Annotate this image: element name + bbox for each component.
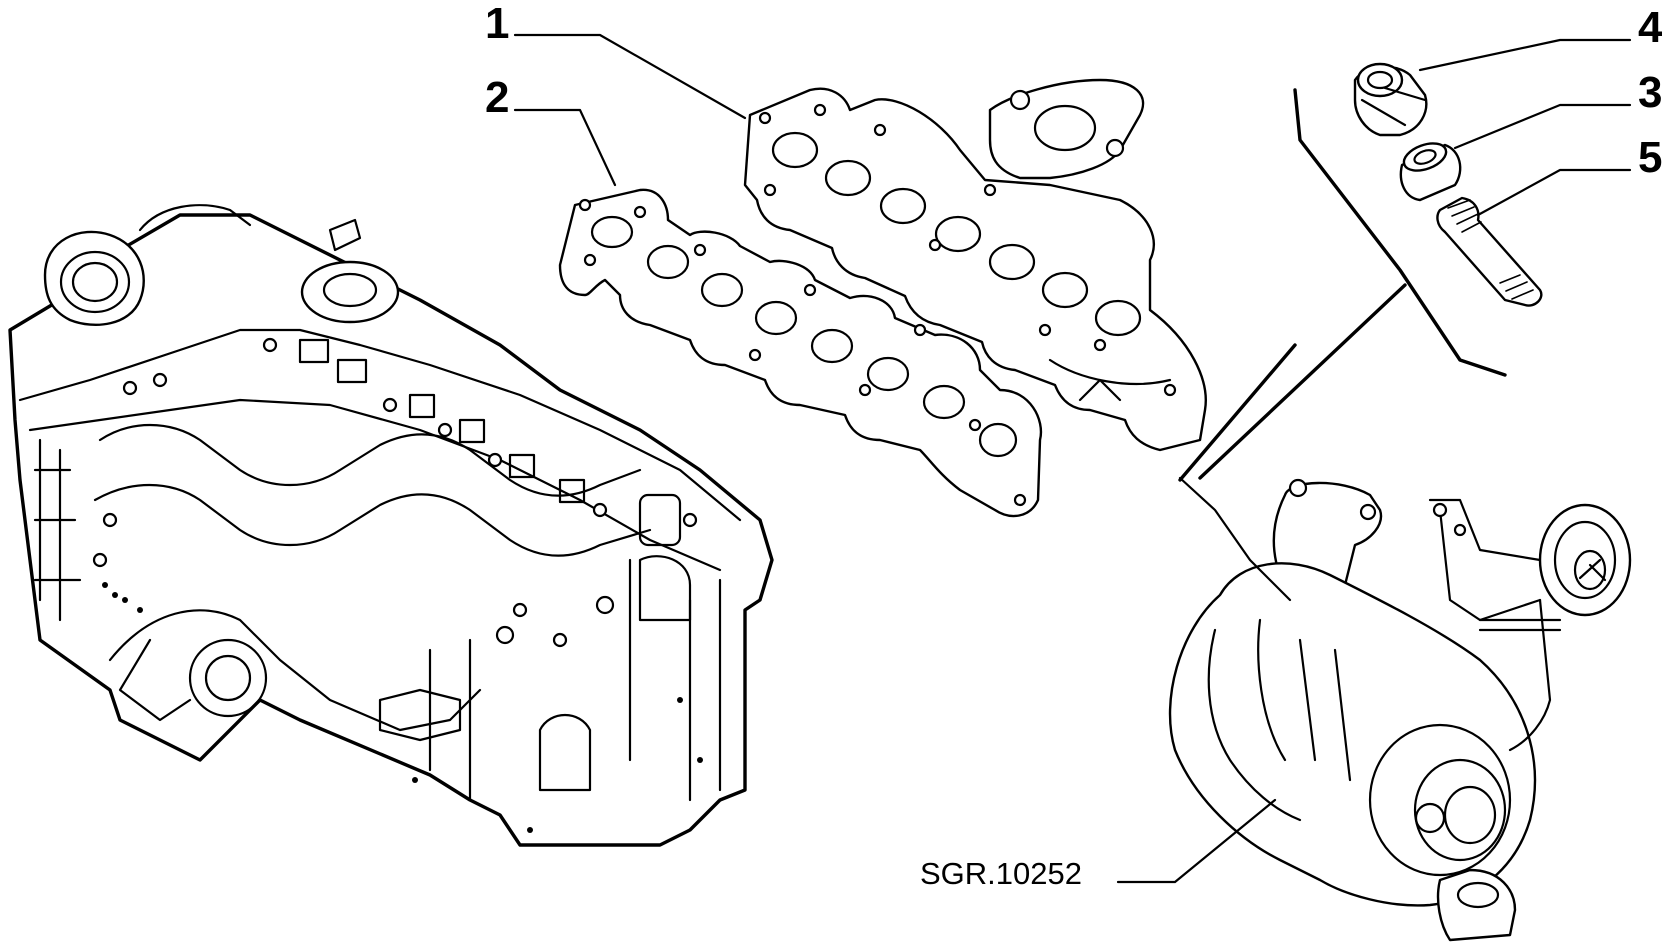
stud-icon [1436, 196, 1543, 307]
guide-lines [1178, 88, 1507, 602]
drawing-reference: SGR.10252 [920, 856, 1082, 891]
callout-5: 5 [1638, 133, 1662, 182]
nut-icon [1353, 62, 1428, 137]
leader-lines [513, 33, 1632, 884]
callout-2: 2 [485, 73, 509, 122]
turbocharger-icon [1168, 478, 1632, 942]
callout-4: 4 [1638, 3, 1662, 52]
cylinder-head-icon [8, 204, 774, 847]
exhaust-manifold-icon [743, 78, 1207, 452]
manifold-gasket-icon [558, 188, 1043, 518]
callout-3: 3 [1638, 68, 1662, 117]
washer-icon [1399, 142, 1462, 202]
callout-1: 1 [485, 0, 509, 48]
